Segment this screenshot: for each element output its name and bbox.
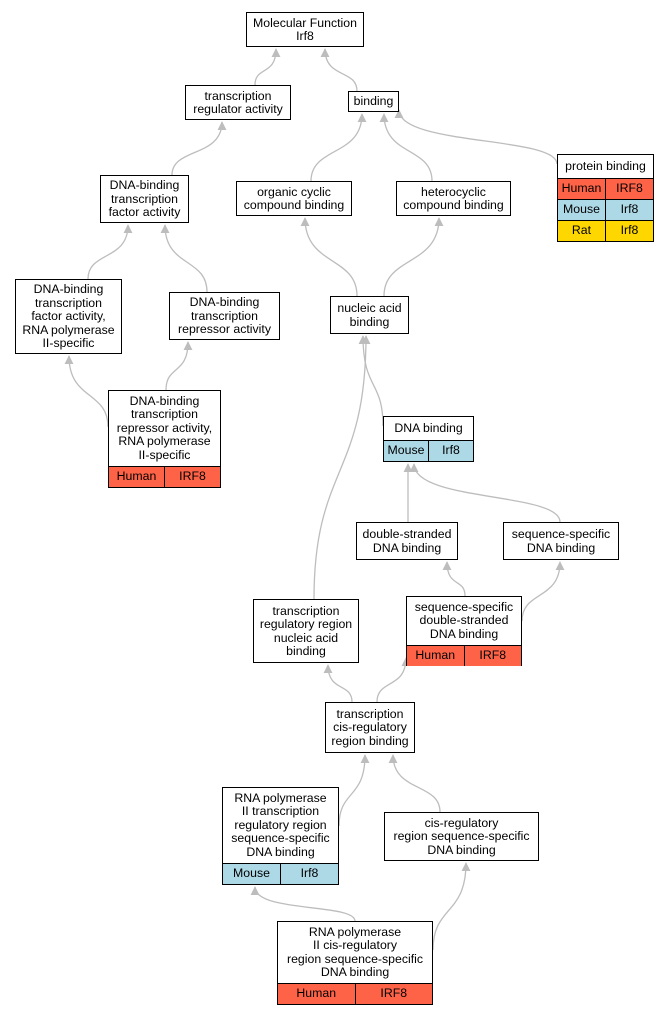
go-term-label: protein binding	[565, 158, 646, 173]
gene-label: Irf8	[605, 221, 653, 241]
species-gene-badge: Human IRF8	[109, 466, 220, 487]
is-a-edge	[442, 561, 466, 597]
is-a-edge	[376, 657, 411, 703]
is-a-edge	[338, 754, 370, 827]
go-term-label: RNA polymerase II transcription regulato…	[231, 790, 330, 859]
is-a-edge	[388, 754, 441, 813]
go-term-node[interactable]: DNA-binding transcription repressor acti…	[108, 390, 221, 488]
species-gene-badge: Human IRF8	[407, 645, 521, 666]
is-a-edge	[64, 355, 109, 428]
species-label: Human	[561, 181, 602, 196]
is-a-edge	[383, 217, 444, 297]
go-term-label: heterocyclic compound binding	[403, 184, 504, 212]
go-term-node[interactable]: RNA polymerase II cis-regulatory region …	[277, 921, 433, 1005]
go-term-node[interactable]: DNA-binding transcription factor activit…	[100, 175, 189, 223]
go-term-node[interactable]: RNA polymerase II transcription regulato…	[222, 787, 339, 885]
go-term-node[interactable]: Molecular Function Irf8	[246, 12, 364, 47]
go-term-label: DNA binding	[394, 420, 463, 435]
go-term-label: binding	[353, 94, 394, 109]
go-term-node[interactable]: sequence-specific DNA binding	[503, 522, 619, 560]
is-a-edge	[87, 224, 133, 280]
go-term-label: transcription regulatory region nucleic …	[259, 603, 353, 658]
gene-label: IRF8	[164, 467, 220, 487]
go-term-label: transcription cis-regulatory region bind…	[331, 706, 409, 748]
go-term-label: sequence-specific DNA binding	[511, 527, 611, 555]
is-a-edge	[165, 341, 193, 391]
go-term-label: DNA-binding transcription repressor acti…	[116, 393, 213, 462]
go-term-label: DNA-binding transcription repressor acti…	[178, 295, 271, 337]
go-term-node[interactable]: binding	[348, 91, 399, 112]
gene-label: Irf8	[428, 441, 473, 461]
go-term-node[interactable]: sequence-specific double-stranded DNA bi…	[406, 596, 522, 666]
gene-label: Irf8	[280, 864, 338, 884]
go-term-label: organic cyclic compound binding	[243, 184, 345, 212]
species-label: Human	[415, 648, 456, 663]
is-a-edge	[171, 121, 227, 176]
go-term-node[interactable]: DNA-binding transcription repressor acti…	[169, 292, 280, 340]
is-a-edge	[323, 664, 353, 703]
species-gene-badge: Rat Irf8	[558, 220, 653, 241]
go-term-node[interactable]: double-stranded DNA binding	[356, 522, 458, 560]
go-term-node[interactable]: DNA-binding transcription factor activit…	[15, 279, 122, 354]
species-label: Human	[116, 469, 157, 484]
go-term-label: DNA-binding transcription factor activit…	[22, 282, 115, 351]
go-term-label: nucleic acid binding	[337, 301, 402, 329]
go-term-label: Molecular Function Irf8	[253, 15, 357, 43]
species-gene-badge: Mouse Irf8	[558, 199, 653, 220]
is-a-edge	[394, 109, 558, 165]
gene-label: IRF8	[354, 984, 433, 1004]
go-term-label: sequence-specific double-stranded DNA bi…	[414, 599, 514, 641]
is-a-edge	[521, 561, 565, 622]
go-term-label: double-stranded DNA binding	[362, 527, 452, 555]
gene-label: Irf8	[605, 200, 653, 220]
go-term-node[interactable]: cis-regulatory region sequence-specific …	[384, 812, 539, 861]
go-term-node[interactable]: transcription cis-regulatory region bind…	[325, 702, 415, 753]
gene-label: IRF8	[605, 179, 653, 199]
is-a-edge	[250, 886, 356, 922]
is-a-edge	[313, 335, 371, 600]
is-a-edge	[254, 48, 281, 86]
is-a-edge	[310, 113, 367, 182]
is-a-edge	[379, 113, 433, 182]
go-term-label: cis-regulatory region sequence-specific …	[393, 815, 530, 857]
go-term-node[interactable]: transcription regulatory region nucleic …	[253, 599, 359, 663]
gene-label: IRF8	[463, 646, 522, 666]
is-a-edge	[358, 335, 384, 427]
go-term-label: DNA-binding transcription factor activit…	[108, 178, 181, 220]
go-term-label: RNA polymerase II cis-regulatory region …	[286, 924, 424, 979]
is-a-edge	[300, 217, 358, 297]
species-label: Mouse	[563, 202, 600, 217]
is-a-edge	[160, 224, 208, 293]
is-a-edge	[432, 862, 471, 951]
is-a-edge	[320, 48, 358, 92]
is-a-edge	[409, 463, 561, 523]
go-term-label: transcription regulator activity	[193, 88, 283, 116]
species-label: Human	[296, 986, 337, 1001]
species-label: Rat	[571, 223, 592, 238]
species-label: Mouse	[387, 443, 425, 458]
species-label: Mouse	[233, 866, 270, 881]
go-term-node[interactable]: organic cyclic compound binding	[236, 181, 352, 216]
go-term-node[interactable]: heterocyclic compound binding	[396, 181, 511, 216]
go-term-node[interactable]: transcription regulator activity	[185, 85, 291, 120]
go-term-node[interactable]: nucleic acid binding	[330, 296, 409, 334]
species-gene-badge: Mouse Irf8	[223, 863, 338, 884]
species-gene-badge: Human IRF8	[278, 983, 432, 1004]
